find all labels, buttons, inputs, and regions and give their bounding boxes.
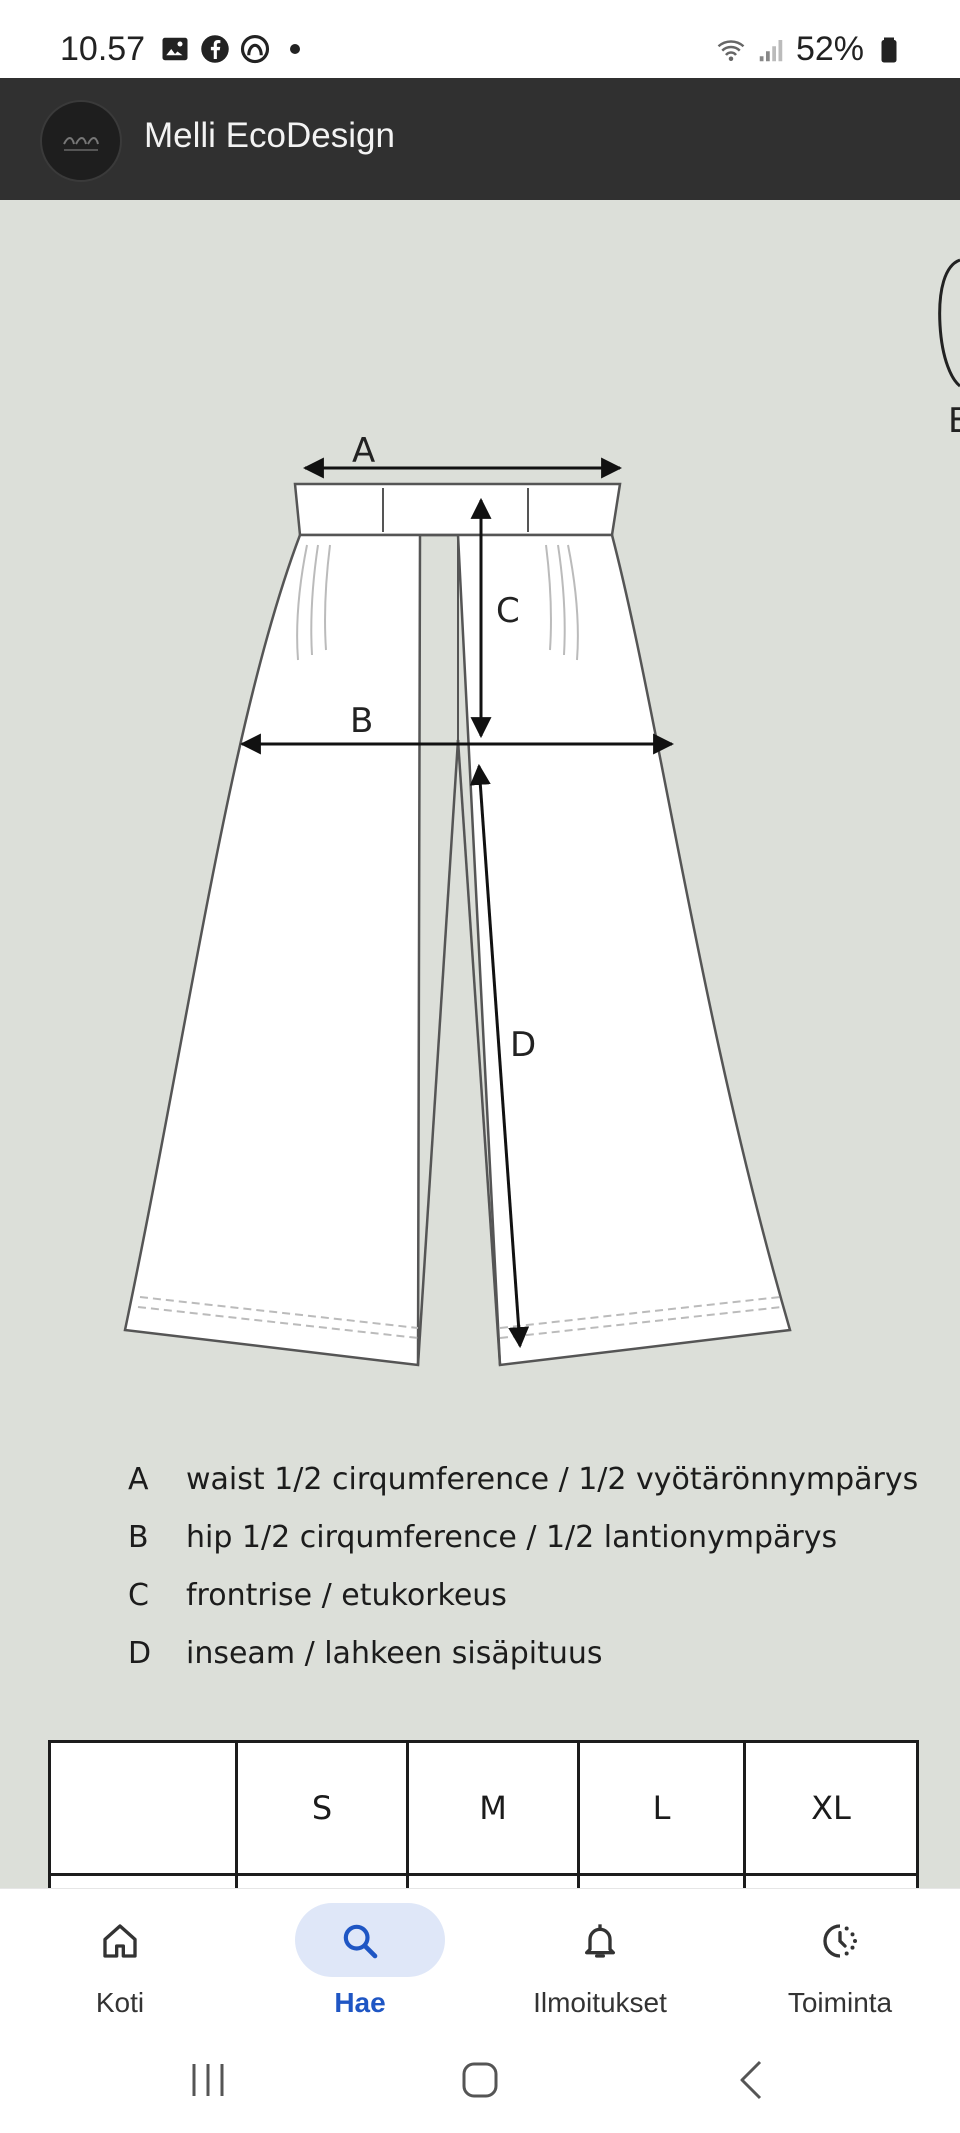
home-icon bbox=[103, 1924, 137, 1958]
status-right: 52% bbox=[716, 30, 904, 69]
legend-row: A waist 1/2 cirqumference / 1/2 vyötärön… bbox=[128, 1450, 918, 1508]
legend-letter: B bbox=[128, 1519, 149, 1555]
legend-text: waist 1/2 cirqumference / 1/2 vyötärönny… bbox=[186, 1461, 919, 1497]
size-table-cell bbox=[743, 1873, 919, 1888]
size-table-cell bbox=[48, 1873, 238, 1888]
home-button-icon[interactable] bbox=[458, 2058, 502, 2102]
app-logo[interactable] bbox=[40, 100, 122, 182]
label-partial: E bbox=[948, 401, 960, 441]
pants-measurement-diagram: E A B C D bbox=[123, 258, 960, 1367]
legend-text: frontrise / etukorkeus bbox=[186, 1577, 507, 1613]
wifi-icon bbox=[717, 39, 745, 61]
legend-text: hip 1/2 cirqumference / 1/2 lantionympär… bbox=[186, 1519, 838, 1555]
nav-item-toiminta[interactable]: Toiminta bbox=[740, 1889, 940, 2029]
status-bar: 10.57 52% bbox=[0, 0, 960, 78]
legend-letter: A bbox=[128, 1461, 149, 1497]
nav-label: Hae bbox=[334, 1987, 386, 2018]
legend-text: inseam / lahkeen sisäpituus bbox=[186, 1635, 603, 1671]
label-d: D bbox=[510, 1025, 536, 1065]
signal-icon bbox=[759, 39, 783, 61]
size-table-row bbox=[48, 1873, 919, 1888]
size-table-header-cell bbox=[48, 1740, 238, 1876]
recent-apps-icon[interactable] bbox=[186, 2058, 230, 2102]
nav-item-ilmoitukset[interactable]: Ilmoitukset bbox=[500, 1889, 700, 2029]
size-table-header-cell: L bbox=[577, 1740, 746, 1876]
status-time: 10.57 bbox=[60, 30, 146, 68]
label-c: C bbox=[496, 591, 520, 631]
dot-icon bbox=[290, 44, 300, 54]
app-title: Melli EcoDesign bbox=[144, 116, 395, 155]
size-table-cell bbox=[235, 1873, 409, 1888]
size-table: S M L XL bbox=[48, 1740, 919, 1888]
partial-garment-outline bbox=[938, 258, 960, 388]
pants-drawing bbox=[123, 482, 792, 1367]
status-icons-left bbox=[160, 34, 310, 64]
app-icon bbox=[240, 34, 270, 64]
content-area[interactable]: E A B C D A waist 1/2 cirqumference / bbox=[0, 200, 960, 1888]
facebook-icon bbox=[201, 35, 229, 63]
battery-icon bbox=[881, 37, 897, 62]
battery-percent: 52% bbox=[795, 30, 864, 68]
bottom-navigation: Koti Hae Ilmoitukset Toiminta bbox=[0, 1888, 960, 2029]
bell-icon bbox=[585, 1924, 615, 1958]
size-table-cell bbox=[577, 1873, 746, 1888]
size-table-cell bbox=[406, 1873, 580, 1888]
gallery-icon bbox=[162, 37, 188, 61]
legend-row: C frontrise / etukorkeus bbox=[128, 1566, 918, 1624]
size-table-header-cell: M bbox=[406, 1740, 580, 1876]
nav-item-hae[interactable]: Hae bbox=[260, 1889, 460, 2029]
system-navigation-bar bbox=[0, 2028, 960, 2133]
legend-row: B hip 1/2 cirqumference / 1/2 lantionymp… bbox=[128, 1508, 918, 1566]
back-icon[interactable] bbox=[730, 2058, 774, 2102]
size-table-header-row: S M L XL bbox=[48, 1740, 919, 1876]
arrow-inseam bbox=[469, 763, 530, 1349]
nav-label: Toiminta bbox=[787, 1987, 893, 2018]
size-table-header-cell: S bbox=[235, 1740, 409, 1876]
measurement-legend: A waist 1/2 cirqumference / 1/2 vyötärön… bbox=[128, 1450, 918, 1682]
label-b: B bbox=[350, 701, 373, 741]
legend-letter: C bbox=[128, 1577, 149, 1613]
app-bar: Melli EcoDesign bbox=[0, 78, 960, 200]
search-icon bbox=[343, 1924, 378, 1959]
nav-label: Koti bbox=[95, 1987, 145, 2018]
nav-item-koti[interactable]: Koti bbox=[20, 1889, 220, 2029]
legend-row: D inseam / lahkeen sisäpituus bbox=[128, 1624, 918, 1682]
logo-icon bbox=[63, 137, 99, 151]
activity-icon bbox=[823, 1924, 857, 1958]
label-a: A bbox=[352, 431, 375, 471]
nav-pill-active bbox=[295, 1903, 445, 1977]
legend-letter: D bbox=[128, 1635, 152, 1671]
nav-label: Ilmoitukset bbox=[533, 1987, 667, 2018]
size-table-header-cell: XL bbox=[743, 1740, 919, 1876]
